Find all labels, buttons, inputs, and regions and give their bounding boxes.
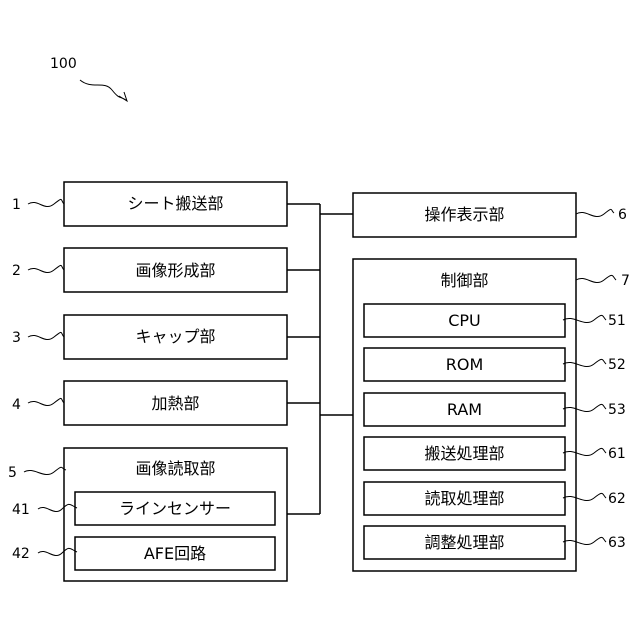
block-image-reading: 画像読取部 ラインセンサー AFE回路 <box>64 448 287 581</box>
svg-text:4: 4 <box>12 397 21 413</box>
svg-text:42: 42 <box>12 546 30 562</box>
block-label: AFE回路 <box>144 544 206 563</box>
ref-3: 3 <box>12 330 64 346</box>
svg-text:41: 41 <box>12 502 30 518</box>
ref-7: 7 <box>576 273 630 289</box>
ref-4: 4 <box>12 397 64 413</box>
svg-text:61: 61 <box>608 446 626 462</box>
block-label: 画像形成部 <box>135 261 215 280</box>
block-label: 調整処理部 <box>424 533 504 552</box>
ref-100-arrow <box>80 80 126 100</box>
block-cap: キャップ部 <box>64 315 287 359</box>
block-label: ラインセンサー <box>119 499 231 518</box>
svg-text:5: 5 <box>8 465 17 481</box>
svg-text:7: 7 <box>621 273 630 289</box>
block-label: キャップ部 <box>135 327 215 346</box>
block-label: 制御部 <box>440 271 488 290</box>
sub-block-cpu: CPU <box>364 304 565 337</box>
ref-5: 5 <box>8 465 66 481</box>
bus-line <box>287 204 353 514</box>
block-label: 加熱部 <box>151 394 199 413</box>
ref-1: 1 <box>12 197 64 213</box>
sub-block-reading-processor: 読取処理部 <box>364 482 565 515</box>
block-controller: 制御部 CPU ROM RAM 搬送処理部 読取処理部 調整処理部 <box>353 259 576 571</box>
svg-text:6: 6 <box>618 207 627 223</box>
block-label: 操作表示部 <box>424 205 504 224</box>
svg-text:52: 52 <box>608 357 626 373</box>
ref-100: 100 <box>50 56 77 72</box>
block-label: 画像読取部 <box>135 459 215 478</box>
block-label: 搬送処理部 <box>424 444 504 463</box>
ref-6: 6 <box>576 207 627 223</box>
svg-text:51: 51 <box>608 313 626 329</box>
block-heating: 加熱部 <box>64 381 287 425</box>
sub-block-conveying-processor: 搬送処理部 <box>364 437 565 470</box>
svg-text:62: 62 <box>608 491 626 507</box>
svg-text:1: 1 <box>12 197 21 213</box>
block-image-forming: 画像形成部 <box>64 248 287 292</box>
sub-block-line-sensor: ラインセンサー <box>75 492 275 525</box>
svg-text:63: 63 <box>608 535 626 551</box>
sub-block-rom: ROM <box>364 348 565 381</box>
block-label: RAM <box>447 400 482 419</box>
block-operation-display: 操作表示部 <box>353 193 576 237</box>
block-label: 読取処理部 <box>424 489 504 508</box>
svg-text:53: 53 <box>608 402 626 418</box>
block-sheet-conveying: シート搬送部 <box>64 182 287 226</box>
svg-text:2: 2 <box>12 263 21 279</box>
block-label: CPU <box>448 311 481 330</box>
block-label: シート搬送部 <box>127 194 223 213</box>
block-label: ROM <box>446 355 484 374</box>
ref-2: 2 <box>12 263 64 279</box>
sub-block-adjustment-processor: 調整処理部 <box>364 526 565 559</box>
svg-text:3: 3 <box>12 330 21 346</box>
sub-block-ram: RAM <box>364 393 565 426</box>
sub-block-afe-circuit: AFE回路 <box>75 537 275 570</box>
